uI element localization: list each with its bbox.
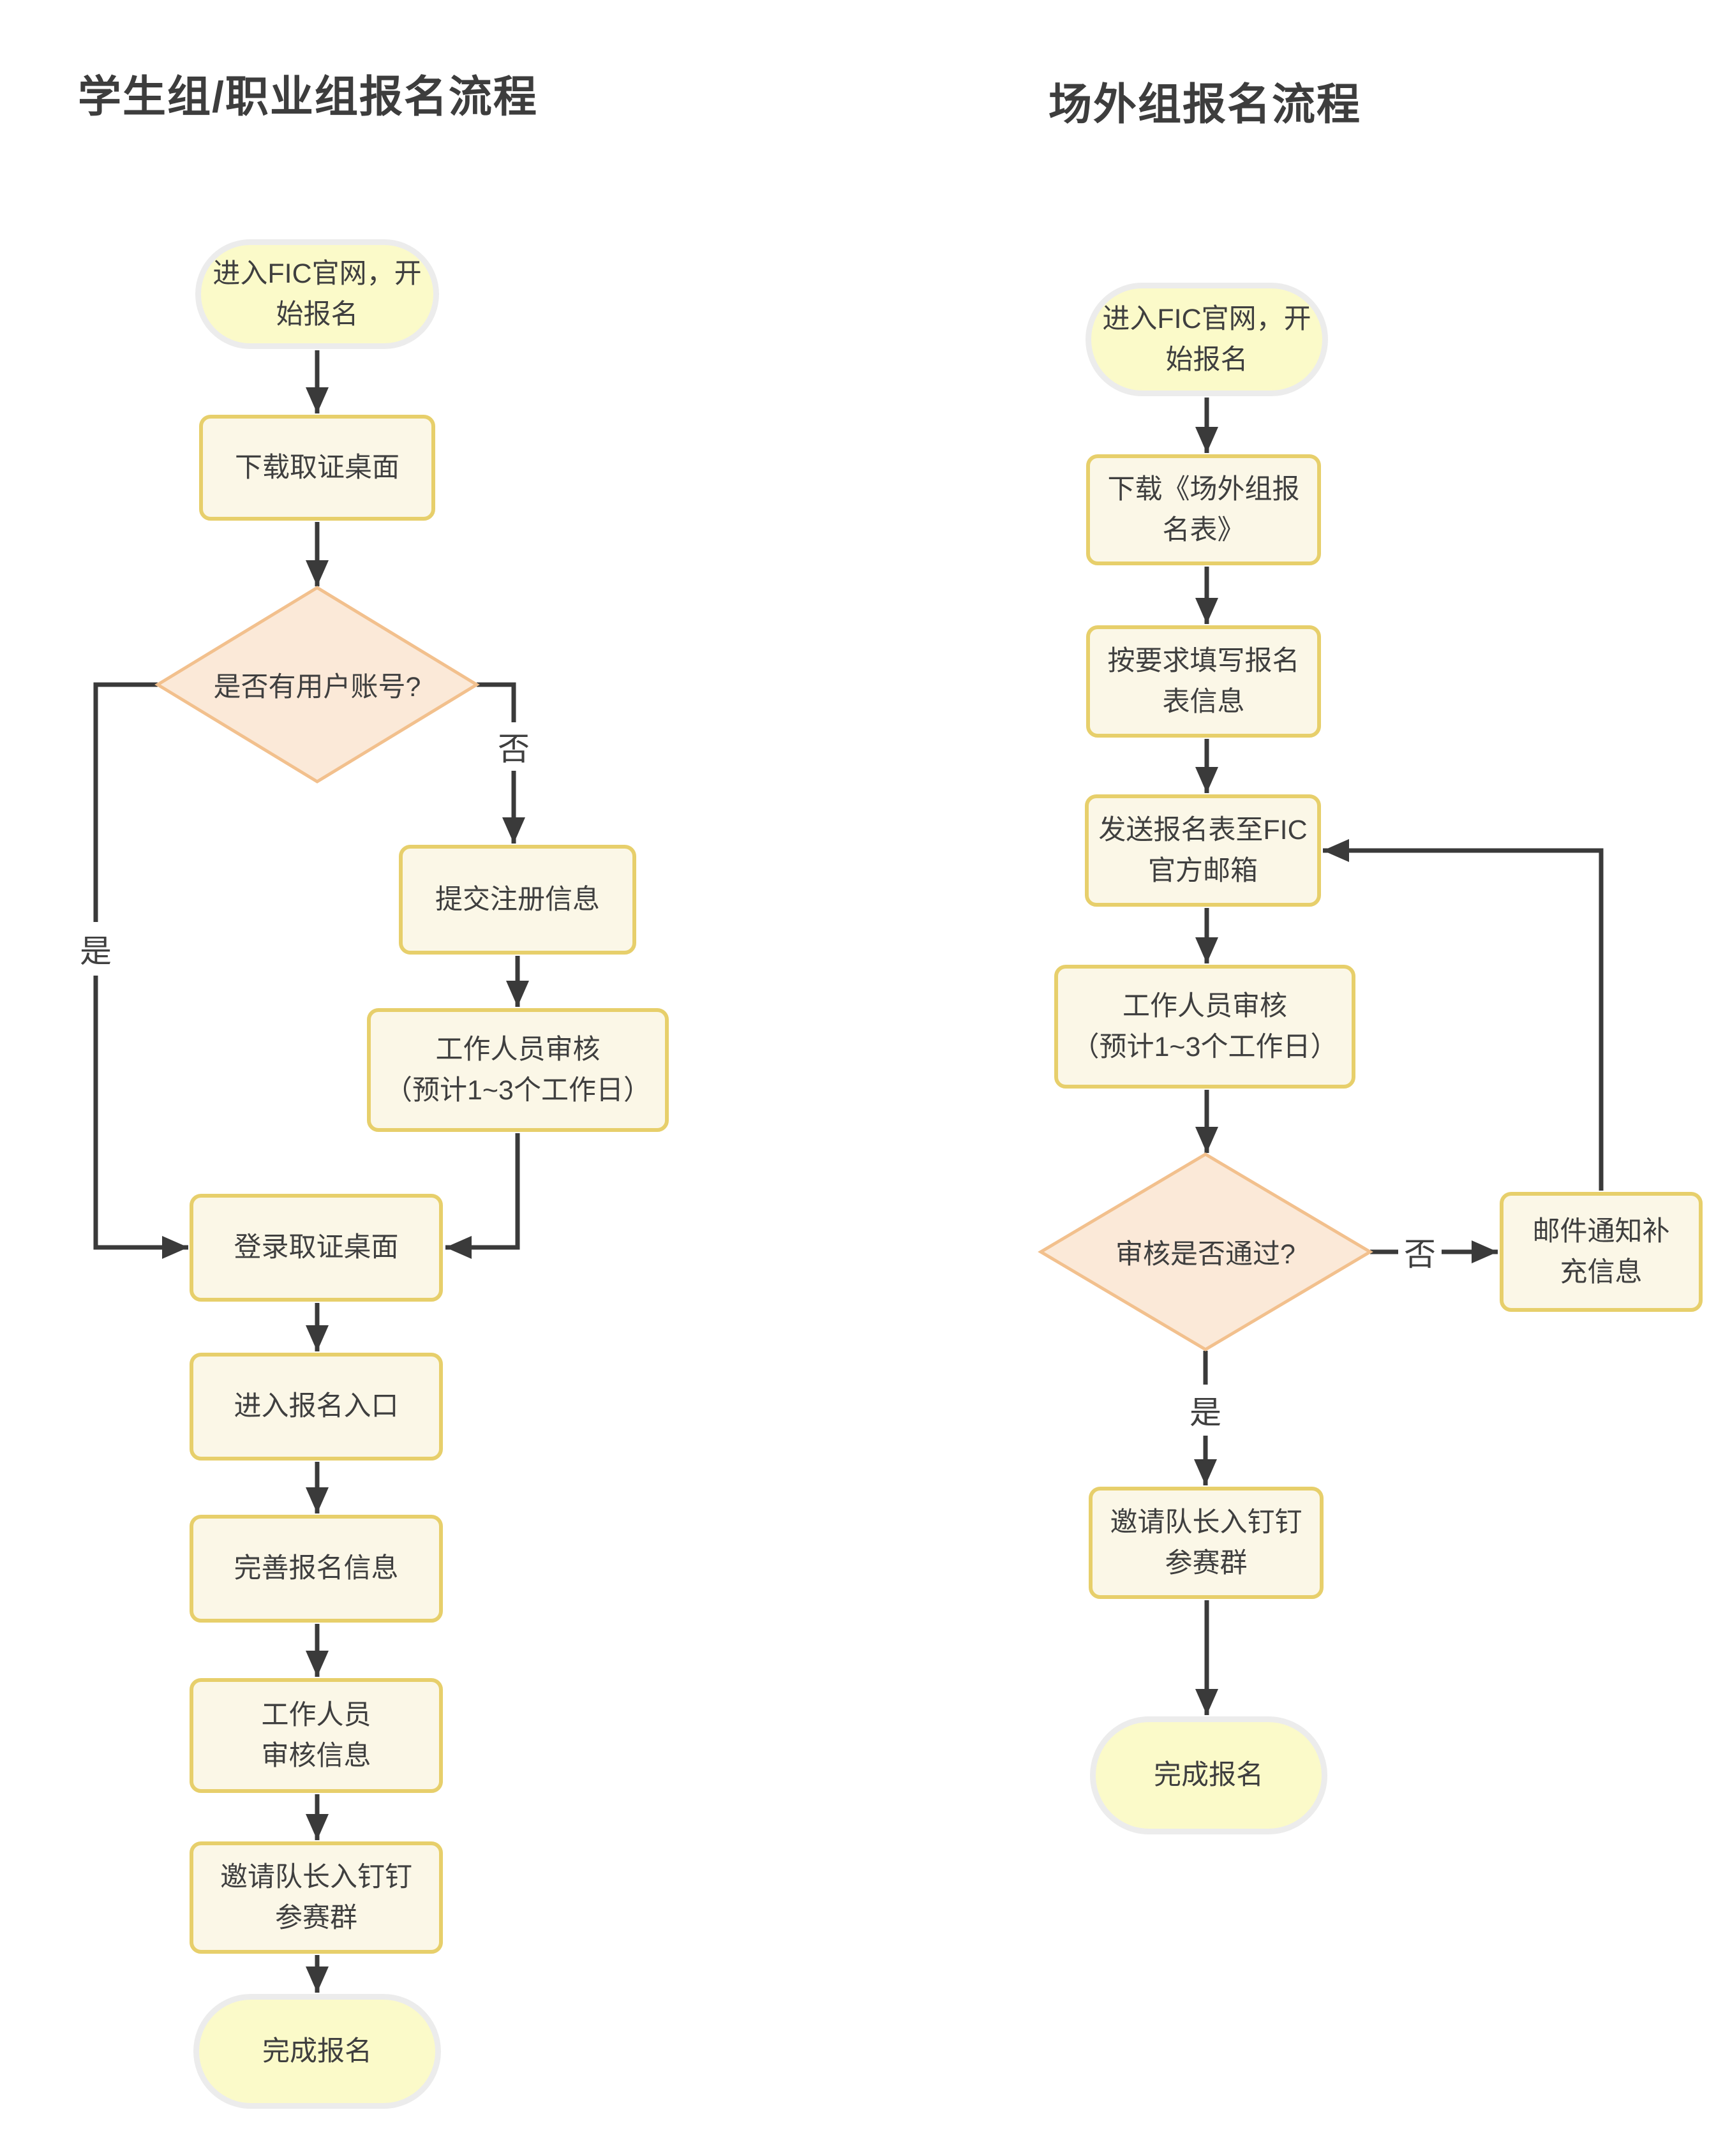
- node-left-staff-review: 工作人员审核 （预计1~3个工作日）: [367, 1008, 669, 1132]
- right-decision-yes-label: 是: [1184, 1385, 1227, 1436]
- left-decision-yes-label: 是: [74, 922, 117, 976]
- left-decision-no-label: 否: [492, 722, 535, 771]
- left-decision-diamond: [154, 586, 480, 784]
- node-left-complete-info: 完善报名信息: [190, 1515, 443, 1623]
- node-right-invite-dingtalk: 邀请队长入钉钉 参赛群: [1089, 1487, 1324, 1599]
- node-left-start: 进入FIC官网，开 始报名: [195, 239, 439, 349]
- node-left-staff-verify-info: 工作人员 审核信息: [190, 1678, 443, 1793]
- node-right-decision-label: 审核是否通过?: [1115, 1239, 1295, 1270]
- node-right-finish: 完成报名: [1090, 1716, 1327, 1834]
- node-left-download-desktop: 下载取证桌面: [199, 415, 435, 521]
- node-left-finish: 完成报名: [193, 1994, 441, 2109]
- node-left-enter-registration: 进入报名入口: [190, 1353, 443, 1461]
- right-flow-title: 场外组报名流程: [1048, 80, 1362, 129]
- node-right-download-form: 下载《场外组报 名表》: [1086, 454, 1321, 565]
- node-right-start: 进入FIC官网，开 始报名: [1086, 283, 1328, 396]
- right-decision-no-label: 否: [1398, 1228, 1442, 1276]
- edge-left-decision-no-to-submit: [477, 682, 525, 844]
- node-right-email-supplement: 邮件通知补 充信息: [1500, 1192, 1703, 1312]
- edge-right-email-loop-to-send: [1323, 839, 1604, 1191]
- node-left-login-desktop: 登录取证桌面: [190, 1194, 443, 1302]
- edge-left-review-to-login: [445, 1133, 520, 1259]
- node-left-decision-label: 是否有用户账号?: [213, 672, 421, 703]
- node-left-invite-dingtalk: 邀请队长入钉钉 参赛群: [190, 1841, 443, 1954]
- right-decision-diamond: [1038, 1152, 1373, 1351]
- left-flow-title: 学生组/职业组报名流程: [78, 73, 538, 121]
- node-right-fill-form: 按要求填写报名 表信息: [1086, 625, 1321, 738]
- node-left-submit-registration: 提交注册信息: [399, 845, 636, 955]
- node-right-staff-review: 工作人员审核 （预计1~3个工作日）: [1054, 965, 1355, 1089]
- node-right-send-form: 发送报名表至FIC 官方邮箱: [1085, 794, 1321, 907]
